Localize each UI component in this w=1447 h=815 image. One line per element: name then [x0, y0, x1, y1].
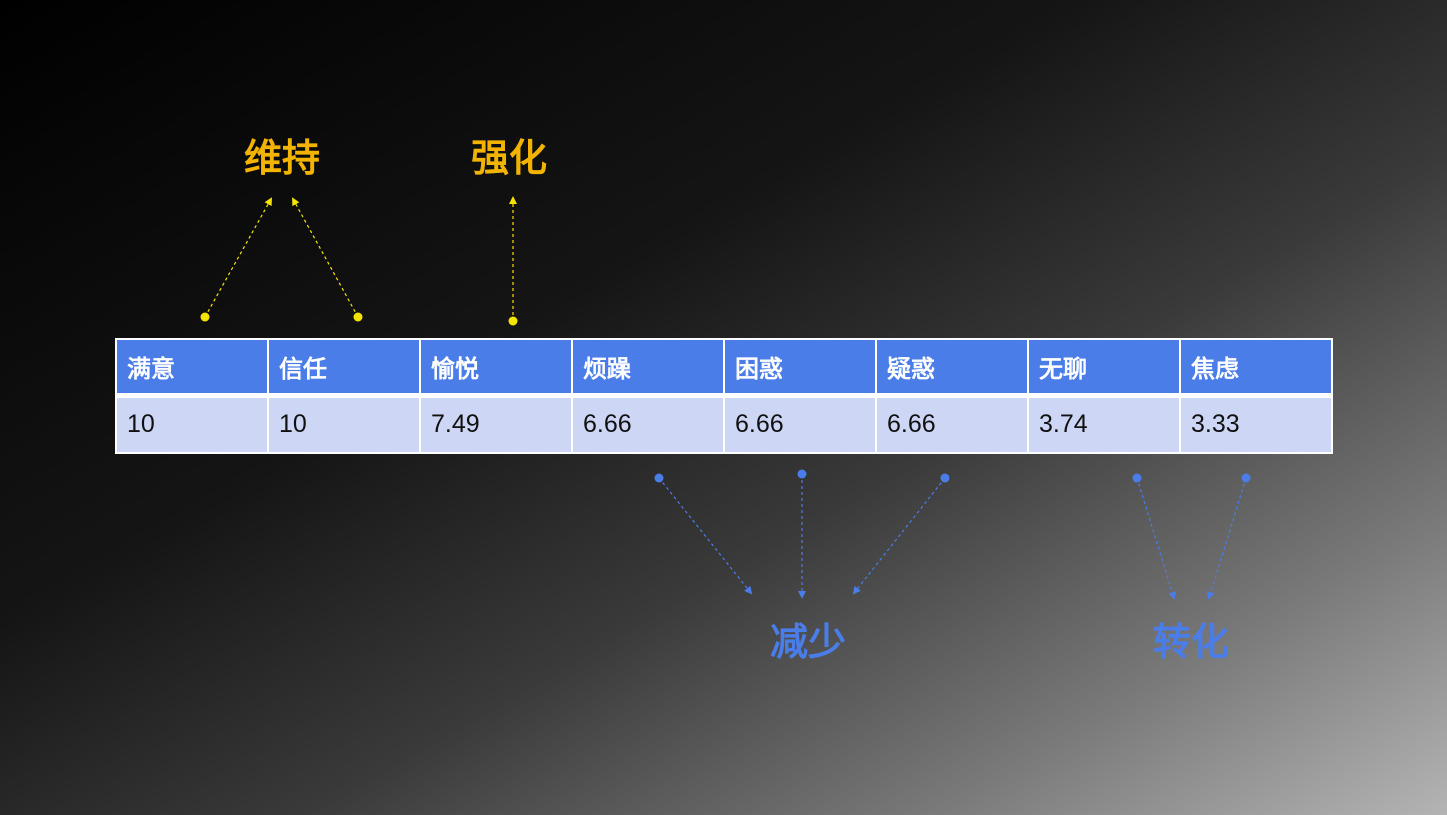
value-cell-irritated: 6.66 — [571, 394, 725, 454]
connector-dot-anxious — [1241, 473, 1251, 483]
header-cell-satisfied: 满意 — [115, 338, 269, 398]
header-cell-trust: 信任 — [267, 338, 421, 398]
value-cell-bored: 3.74 — [1027, 394, 1181, 454]
table-value-row: 10 10 7.49 6.66 6.66 6.66 3.74 3.33 — [115, 394, 1333, 454]
connector-bored-to-transform — [1136, 477, 1177, 600]
connector-anxious-to-transform — [1206, 477, 1247, 600]
connector-dot-irritated — [654, 473, 664, 483]
value-cell-satisfied: 10 — [115, 394, 269, 454]
connector-dot-trust — [353, 312, 363, 322]
value-cell-anxious: 3.33 — [1179, 394, 1333, 454]
reduce-connectors — [654, 469, 950, 599]
maintain-connectors — [200, 197, 363, 322]
label-strengthen: 强化 — [471, 136, 548, 180]
label-reduce: 减少 — [770, 620, 847, 664]
header-cell-anxious: 焦虑 — [1179, 338, 1333, 398]
table-header-row: 满意 信任 愉悦 烦躁 困惑 疑惑 无聊 焦虑 — [115, 338, 1333, 398]
value-cell-joy: 7.49 — [419, 394, 573, 454]
connector-irritated-to-reduce — [658, 477, 753, 595]
connector-dot-doubtful — [940, 473, 950, 483]
connector-dot-bored — [1132, 473, 1142, 483]
connector-satisfied-to-maintain — [204, 197, 272, 318]
label-transform: 转化 — [1153, 620, 1230, 664]
connector-trust-to-maintain — [292, 197, 359, 318]
header-cell-bored: 无聊 — [1027, 338, 1181, 398]
value-cell-confused: 6.66 — [723, 394, 877, 454]
header-cell-doubtful: 疑惑 — [875, 338, 1029, 398]
connector-dot-confused — [797, 469, 807, 479]
header-cell-joy: 愉悦 — [419, 338, 573, 398]
connector-dot-satisfied — [200, 312, 210, 322]
emotion-score-table: 满意 信任 愉悦 烦躁 困惑 疑惑 无聊 焦虑 10 10 7.49 6.66 … — [115, 338, 1333, 454]
value-cell-trust: 10 — [267, 394, 421, 454]
label-maintain: 维持 — [244, 136, 321, 180]
value-cell-doubtful: 6.66 — [875, 394, 1029, 454]
connector-doubtful-to-reduce — [852, 477, 946, 595]
strengthen-connectors — [508, 196, 518, 326]
connector-dot-joy — [508, 316, 518, 326]
transform-connectors — [1132, 473, 1251, 600]
header-cell-confused: 困惑 — [723, 338, 877, 398]
header-cell-irritated: 烦躁 — [571, 338, 725, 398]
